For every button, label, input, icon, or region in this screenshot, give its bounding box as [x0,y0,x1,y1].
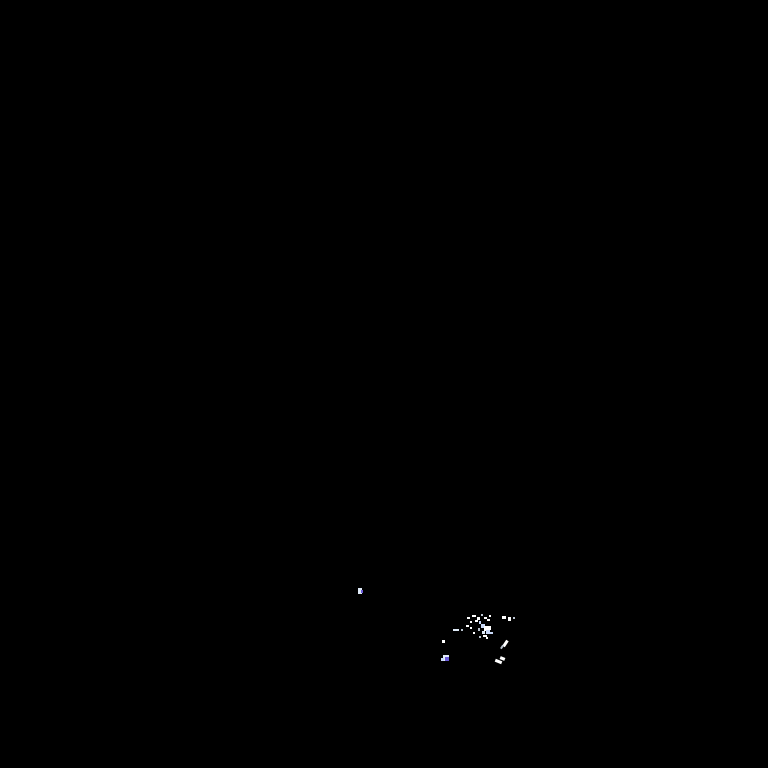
speck-e02 [442,640,445,643]
speck-a10 [489,615,491,617]
speck-a09 [487,619,490,621]
speck-isolated-edge [361,590,363,593]
speck-isolated-core [358,588,362,594]
speck-d02 [508,617,511,621]
speck-a07 [475,620,478,622]
speck-c01 [470,627,472,629]
speck-a08 [479,621,481,624]
speck-b07 [490,632,493,634]
speck-c03 [473,632,475,634]
speck-a06 [470,621,472,623]
speck-a05 [484,617,487,619]
speck-b06 [489,626,491,630]
speck-d01 [502,616,506,619]
speck-b03 [486,630,490,634]
speck-b10 [486,637,488,639]
speck-b01 [481,624,485,628]
speck-b04 [482,631,485,634]
speck-g02 [445,657,449,661]
speck-e01 [453,629,459,631]
speck-b05 [478,628,480,631]
speck-a03 [477,617,480,620]
speck-b02 [484,626,489,631]
speck-b09 [479,636,481,638]
speck-c04 [461,629,463,631]
speck-d03 [513,617,515,619]
speck-g03 [441,658,444,661]
speck-a01 [467,617,470,619]
speck-a02 [472,615,476,617]
speck-a04 [481,614,483,616]
speck-f02 [500,644,504,650]
speck-c02 [466,625,469,627]
speck-b08 [483,635,487,637]
